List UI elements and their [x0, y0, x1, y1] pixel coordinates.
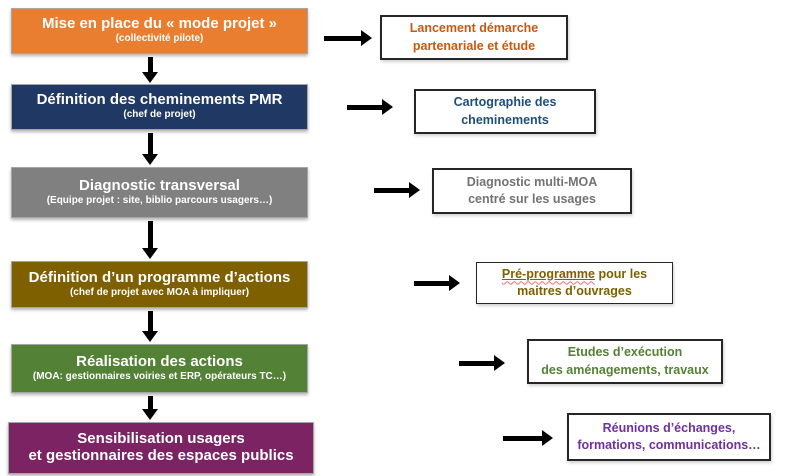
step-box-realisation: Réalisation des actions (MOA: gestionnai…: [11, 344, 308, 393]
step-title: Sensibilisation usagers: [77, 430, 245, 448]
step-title: Mise en place du « mode projet »: [41, 15, 278, 33]
right-arrow-icon: [414, 275, 460, 291]
underlined-word: Pré-programme: [501, 266, 595, 281]
step-subtitle: (MOA: gestionnaires voiries et ERP, opér…: [32, 370, 287, 382]
step-title: Définition d’un programme d’actions: [28, 268, 291, 286]
result-box-reunions: Réunions d’échanges, formations, communi…: [567, 413, 771, 461]
step-subtitle: (collectivité pilote): [115, 33, 204, 45]
step-subtitle: (chef de projet): [123, 109, 196, 121]
step-title: Diagnostic transversal: [79, 176, 240, 194]
result-line: Réunions d’échanges,: [602, 420, 736, 435]
result-box-lancement: Lancement démarche partenariale et étude: [380, 15, 568, 60]
right-arrow-icon: [374, 182, 420, 198]
down-arrow-icon: [142, 311, 158, 342]
step-subtitle: (chef de projet avec MOA à impliquer): [69, 286, 250, 298]
step-box-cheminements-pmr: Définition des cheminements PMR (chef de…: [11, 84, 308, 130]
step-title: Réalisation des actions: [76, 352, 243, 370]
step-box-programme-actions: Définition d’un programme d’actions (che…: [11, 261, 308, 308]
result-line: Etudes d’exécution: [567, 345, 683, 359]
step-title: Définition des cheminements PMR: [36, 91, 283, 109]
result-box-cartographie: Cartographie des cheminements: [414, 89, 596, 134]
step-box-mode-projet: Mise en place du « mode projet » (collec…: [11, 8, 308, 54]
down-arrow-icon: [142, 221, 158, 259]
result-line: Diagnostic multi-MOA: [466, 174, 598, 189]
step-title-line2: et gestionnaires des espaces publics: [28, 447, 294, 464]
right-arrow-icon: [459, 355, 505, 371]
result-line: centré sur les usages: [468, 192, 596, 206]
result-line: partenariale et étude: [412, 38, 536, 53]
step-subtitle: (Equipe projet : site, biblio parcours u…: [46, 194, 273, 206]
result-line: formations, communications…: [577, 438, 761, 452]
result-box-diagnostic-moa: Diagnostic multi-MOA centré sur les usag…: [432, 168, 632, 214]
down-arrow-icon: [142, 133, 158, 165]
right-arrow-icon: [347, 99, 393, 115]
right-arrow-icon: [503, 430, 553, 446]
result-line: des aménagements, travaux: [541, 362, 709, 377]
result-line: Cartographie des: [453, 95, 557, 109]
result-box-pre-programme: Pré-programme pour les maitres d’ouvrage…: [476, 262, 673, 304]
step-box-sensibilisation: Sensibilisation usagers et gestionnaires…: [8, 422, 314, 474]
down-arrow-icon: [142, 57, 158, 83]
result-line: maitres d’ouvrages: [517, 284, 632, 298]
result-line-rest: pour les: [595, 266, 648, 281]
right-arrow-icon: [324, 30, 372, 46]
result-line: cheminements: [461, 112, 549, 127]
step-box-diagnostic: Diagnostic transversal (Equipe projet : …: [11, 167, 308, 218]
down-arrow-icon: [142, 396, 158, 420]
result-line: Lancement démarche: [409, 21, 539, 35]
result-line: Pré-programme pour les: [502, 266, 647, 284]
result-box-etudes: Etudes d’exécution des aménagements, tra…: [527, 339, 723, 384]
